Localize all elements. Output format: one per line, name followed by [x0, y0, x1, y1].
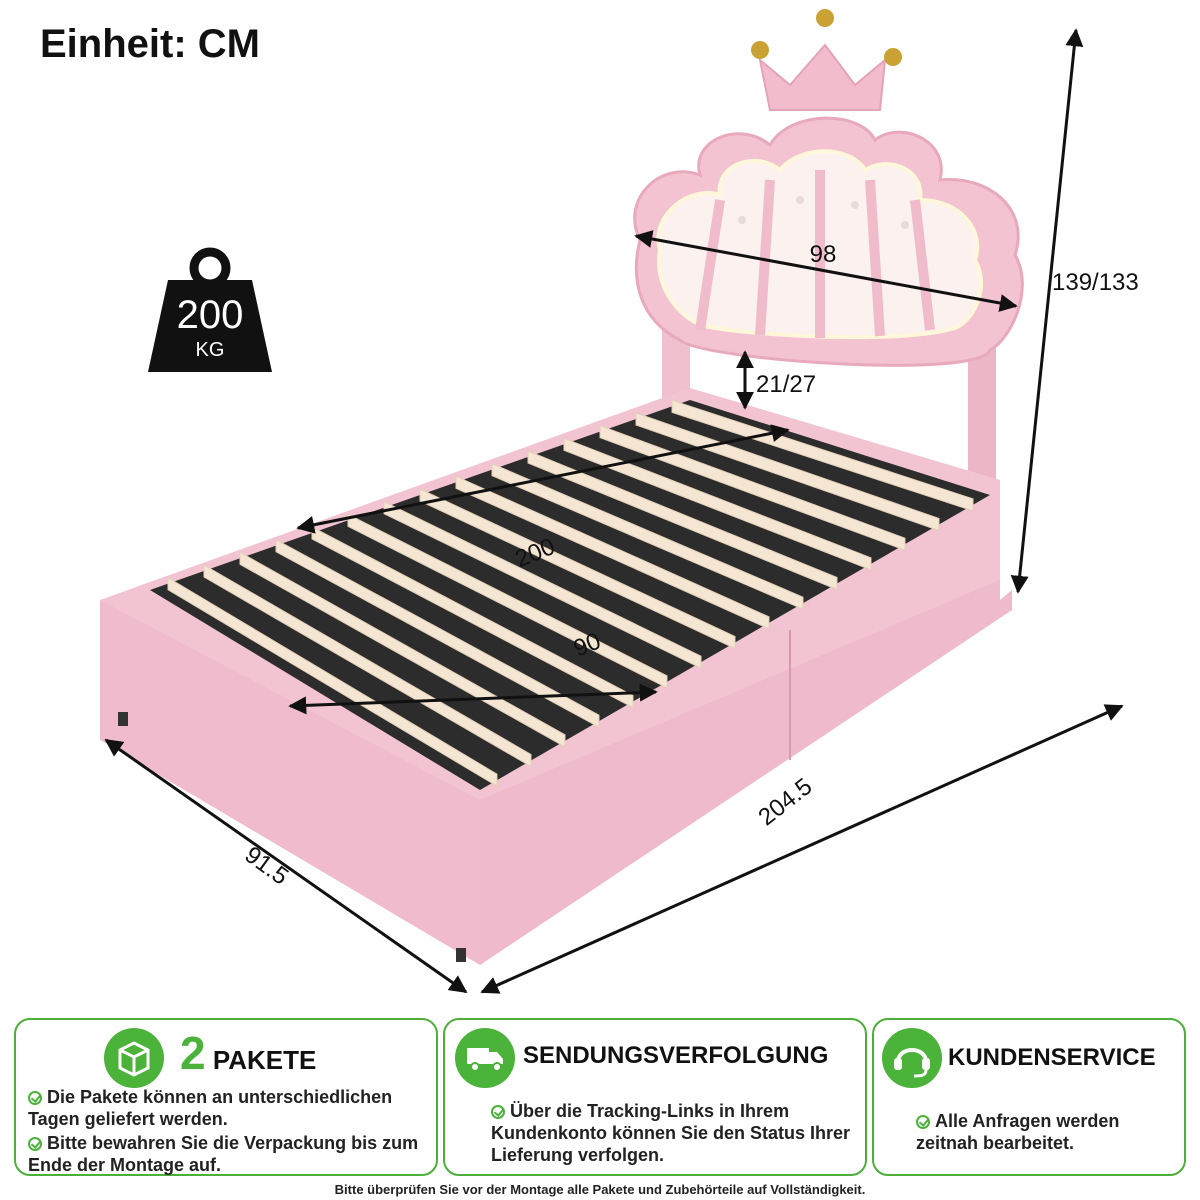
check-icon: [28, 1091, 42, 1105]
check-icon: [916, 1115, 930, 1129]
dim-headboard-width: 98: [810, 241, 837, 268]
packages-count: 2: [180, 1027, 206, 1079]
packages-heading: 2 PAKETE: [180, 1026, 316, 1080]
tracking-title: SENDUNGSVERFOLGUNG: [523, 1042, 829, 1069]
packages-note-1: Die Pakete können an unterschiedlichen T…: [28, 1087, 393, 1129]
packages-title: PAKETE: [212, 1045, 317, 1075]
weight-value: 200: [177, 293, 244, 337]
service-note: Alle Anfragen werden zeitnah bearbeitet.: [916, 1111, 1120, 1153]
footer-note: Bitte überprüfen Sie vor der Montage all…: [334, 1182, 866, 1197]
headset-icon: [882, 1028, 942, 1088]
service-box: KUNDENSERVICE Alle Anfragen werden zeitn…: [872, 1018, 1186, 1176]
unit-title: Einheit: CM: [40, 22, 260, 66]
dim-leg-clearance: 21/27: [756, 371, 816, 398]
service-title: KUNDENSERVICE: [948, 1044, 1156, 1071]
check-icon: [28, 1137, 42, 1151]
tracking-note: Über die Tracking-Links in Ihrem Kundenk…: [491, 1101, 851, 1165]
packages-note-2: Bitte bewahren Sie die Verpackung bis zu…: [28, 1133, 419, 1175]
delivery-truck-icon: [455, 1028, 515, 1088]
dim-outer-length: 204.5: [753, 773, 817, 831]
dim-total-height: 139/133: [1052, 269, 1139, 296]
weight-unit: KG: [196, 339, 225, 361]
check-icon: [491, 1105, 505, 1119]
dimension-lines: [104, 28, 1124, 994]
tracking-box: SENDUNGSVERFOLGUNG Über die Tracking-Lin…: [443, 1018, 867, 1176]
bed-illustration: 200 KG 98 1: [100, 9, 1139, 994]
packages-box: 2 PAKETE Die Pakete können an unterschie…: [14, 1018, 438, 1176]
weight-icon: 200 KG: [148, 247, 272, 372]
package-icon: [104, 1028, 164, 1088]
